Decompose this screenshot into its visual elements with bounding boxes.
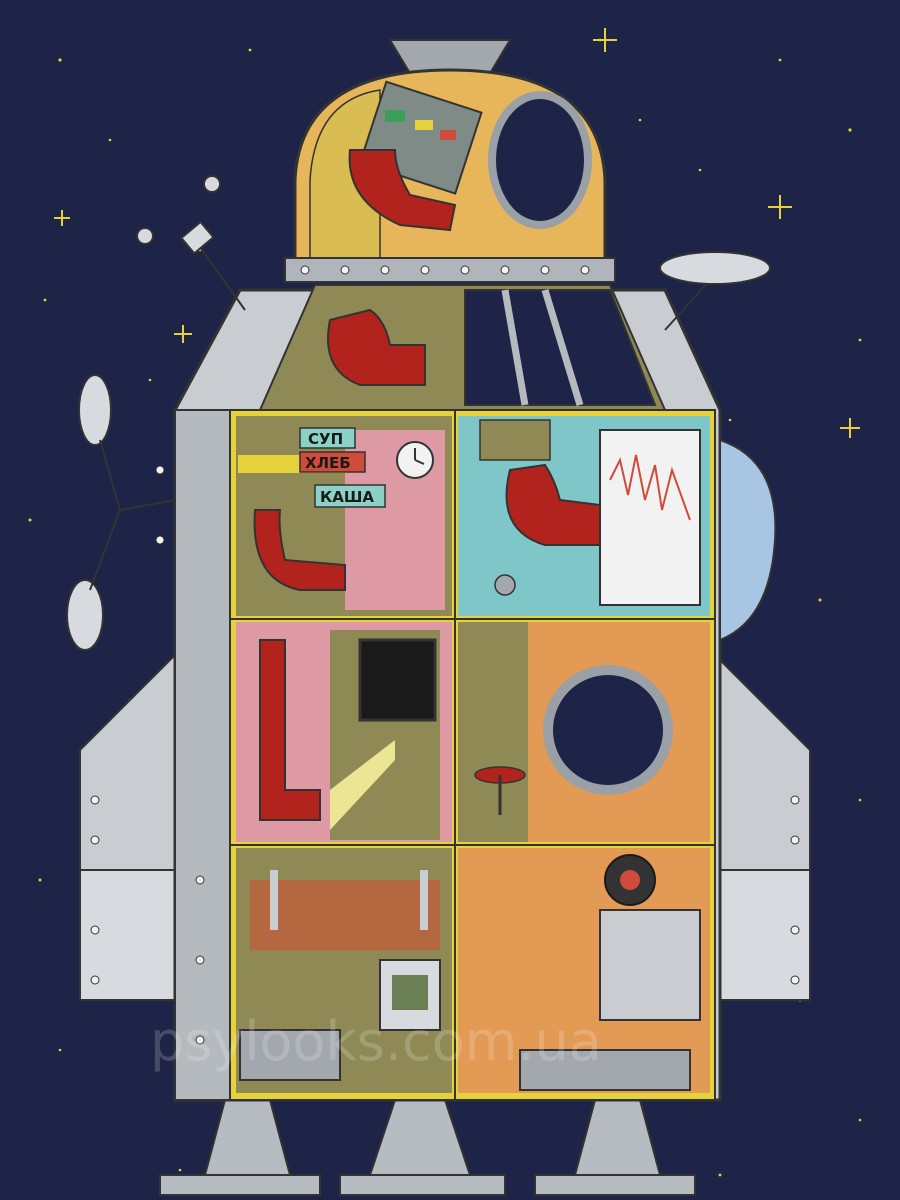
landing-feet xyxy=(159,1099,696,1196)
left-side-dishes xyxy=(66,374,176,651)
room-porthole xyxy=(458,622,710,842)
left-antenna xyxy=(136,175,246,311)
room-control xyxy=(458,416,710,616)
right-fin xyxy=(709,647,811,1001)
hull-left-panel xyxy=(174,409,236,1101)
hull-rivets xyxy=(90,465,800,1045)
right-side-dome xyxy=(719,438,777,642)
upper-chair xyxy=(327,308,426,386)
room-kitchen: СУП ХЛЕБ КАША xyxy=(236,416,452,616)
dome-ring xyxy=(284,257,616,283)
side-porthole xyxy=(543,665,673,795)
room-storage xyxy=(236,848,452,1093)
watermark: psylooks.com.ua xyxy=(150,1010,602,1073)
food-label-soup: СУП xyxy=(308,430,343,448)
food-label-porridge: КАША xyxy=(320,488,374,506)
dome-porthole xyxy=(488,91,592,229)
cockpit-chair xyxy=(348,149,457,232)
left-fin xyxy=(79,647,181,1001)
food-label-bread: ХЛЕБ xyxy=(305,454,351,472)
right-antenna-dish xyxy=(659,251,771,331)
room-telescope xyxy=(236,622,452,842)
room-engine xyxy=(458,848,710,1093)
